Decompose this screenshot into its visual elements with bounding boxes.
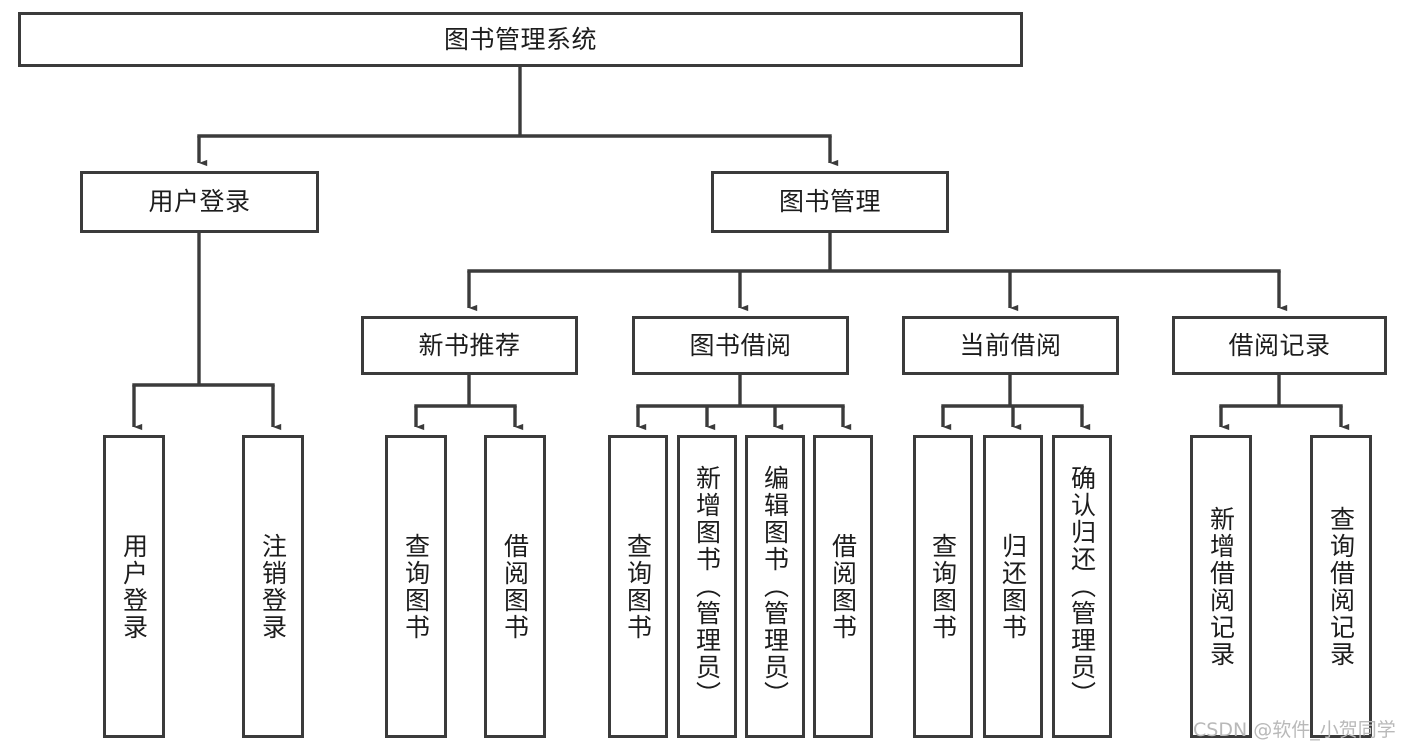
node-leaf-borrow-borrow-book-label: 借阅图书 xyxy=(828,532,858,641)
csdn-watermark: CSDN @软件_小贺同学 xyxy=(1193,719,1396,741)
node-leaf-current-return-book[interactable]: 归还图书 xyxy=(983,435,1043,738)
node-leaf-user-login-label: 用户登录 xyxy=(119,532,149,641)
node-leaf-rec-query-book[interactable]: 查询图书 xyxy=(385,435,447,738)
node-current-borrow-label: 当前借阅 xyxy=(959,330,1062,360)
node-leaf-borrow-query-book[interactable]: 查询图书 xyxy=(608,435,668,738)
node-leaf-rec-query-book-label: 查询图书 xyxy=(401,532,431,641)
node-borrow-record[interactable]: 借阅记录 xyxy=(1172,316,1387,375)
node-leaf-borrow-query-book-label: 查询图书 xyxy=(623,532,653,641)
node-leaf-current-query-book[interactable]: 查询图书 xyxy=(913,435,973,738)
node-leaf-borrow-borrow-book[interactable]: 借阅图书 xyxy=(813,435,873,738)
node-leaf-borrow-edit-book-label: 编辑图书（管理员） xyxy=(760,465,790,708)
node-leaf-rec-borrow-book-label: 借阅图书 xyxy=(500,532,530,641)
node-root[interactable]: 图书管理系统 xyxy=(18,12,1023,67)
node-root-label: 图书管理系统 xyxy=(443,24,597,54)
node-user-login[interactable]: 用户登录 xyxy=(80,171,319,233)
node-leaf-borrow-add-book-label: 新增图书（管理员） xyxy=(692,465,722,708)
node-book-manage[interactable]: 图书管理 xyxy=(711,171,949,233)
node-leaf-current-query-book-label: 查询图书 xyxy=(928,532,958,641)
node-new-book-recommend-label: 新书推荐 xyxy=(418,330,521,360)
node-leaf-record-add[interactable]: 新增借阅记录 xyxy=(1190,435,1252,738)
node-leaf-user-login[interactable]: 用户登录 xyxy=(103,435,165,738)
node-leaf-record-add-label: 新增借阅记录 xyxy=(1206,505,1236,668)
node-leaf-rec-borrow-book[interactable]: 借阅图书 xyxy=(484,435,546,738)
node-book-borrow-label: 图书借阅 xyxy=(689,330,792,360)
node-book-borrow[interactable]: 图书借阅 xyxy=(632,316,849,375)
node-new-book-recommend[interactable]: 新书推荐 xyxy=(361,316,578,375)
node-leaf-current-confirm-return[interactable]: 确认归还（管理员） xyxy=(1052,435,1112,738)
node-leaf-logout-label: 注销登录 xyxy=(258,532,288,641)
node-leaf-borrow-add-book[interactable]: 新增图书（管理员） xyxy=(677,435,737,738)
node-leaf-record-query[interactable]: 查询借阅记录 xyxy=(1310,435,1372,738)
node-leaf-current-return-book-label: 归还图书 xyxy=(998,532,1028,641)
node-book-manage-label: 图书管理 xyxy=(778,187,881,217)
node-user-login-label: 用户登录 xyxy=(148,187,251,217)
node-leaf-borrow-edit-book[interactable]: 编辑图书（管理员） xyxy=(745,435,805,738)
node-borrow-record-label: 借阅记录 xyxy=(1228,330,1331,360)
node-current-borrow[interactable]: 当前借阅 xyxy=(902,316,1119,375)
node-leaf-logout[interactable]: 注销登录 xyxy=(242,435,304,738)
node-leaf-record-query-label: 查询借阅记录 xyxy=(1326,505,1356,668)
node-leaf-current-confirm-return-label: 确认归还（管理员） xyxy=(1067,465,1097,708)
